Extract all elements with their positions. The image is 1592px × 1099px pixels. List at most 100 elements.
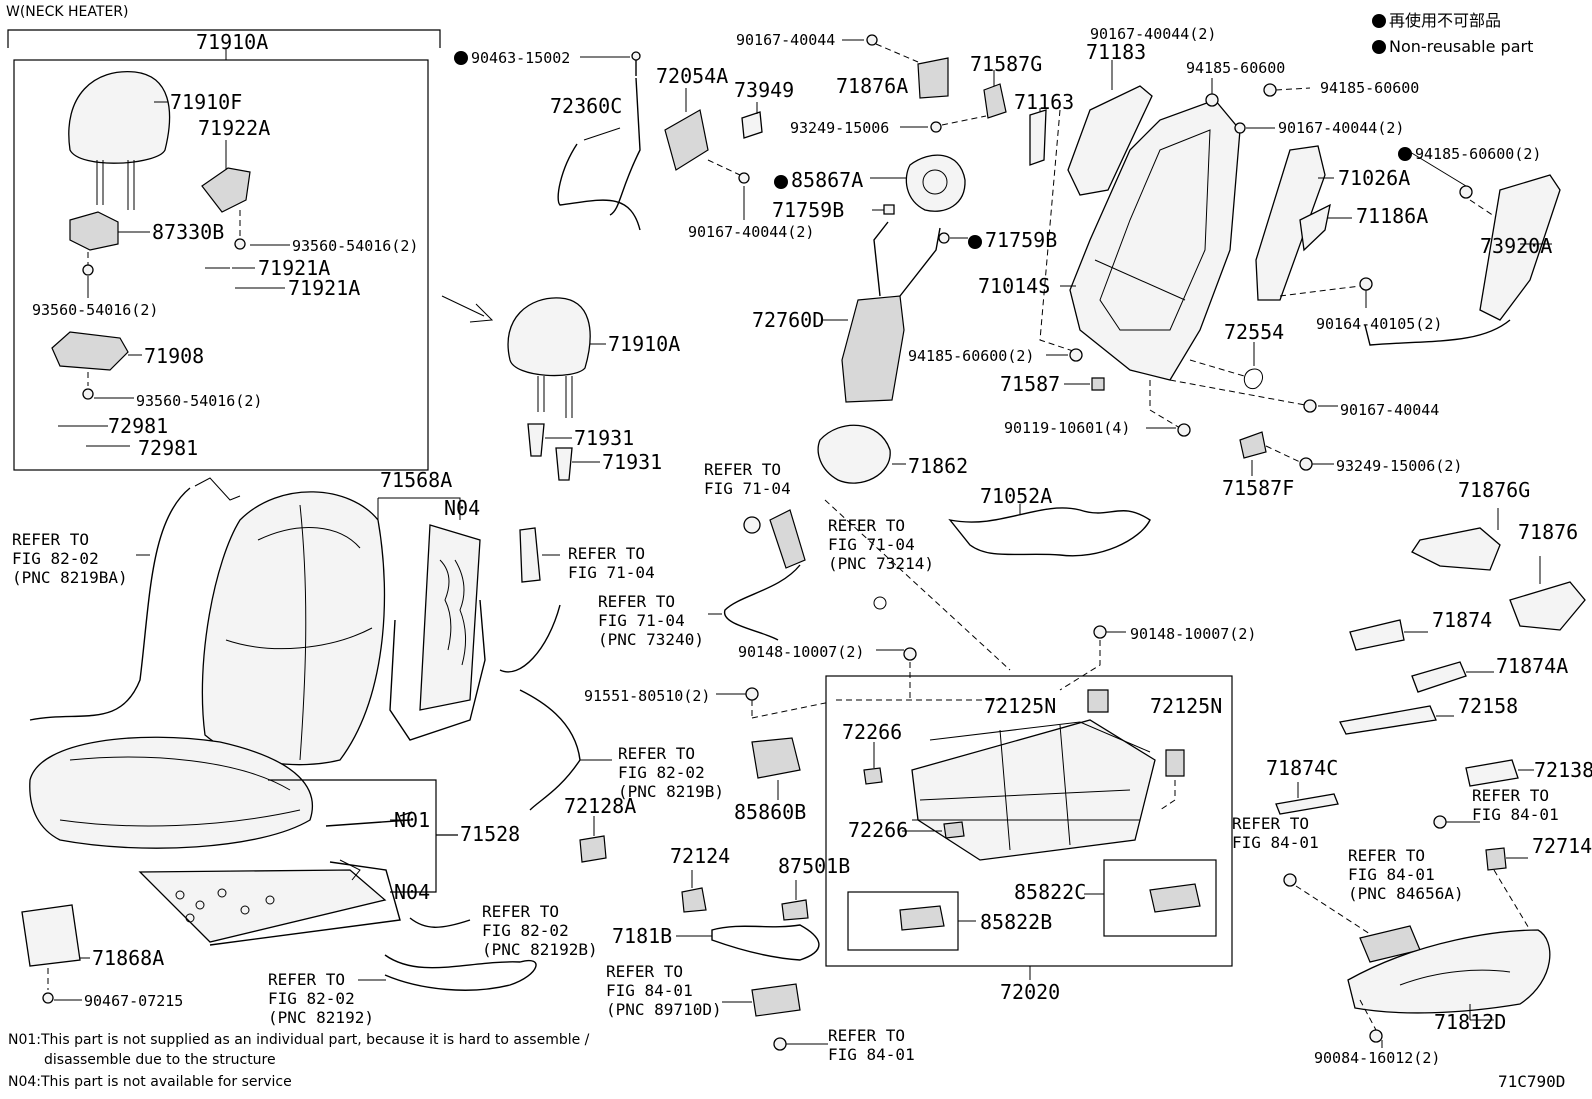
bracket-72125N-b — [1165, 749, 1185, 777]
callout-85822C: 85822C — [1014, 880, 1087, 904]
callout-93249-15006-b: 93249-15006(2) — [1336, 457, 1463, 475]
ref-fig-84-01-pnc-84656A[interactable]: REFER TO FIG 84-01 (PNC 84656A) — [1348, 846, 1464, 903]
heater-plate-71922A-drawing — [201, 167, 251, 213]
non-reusable-dot-icon — [968, 235, 982, 249]
ref-fig-84-01-c[interactable]: REFER TO FIG 84-01 — [1472, 786, 1559, 824]
callout-72981-b: 72981 — [138, 436, 199, 460]
callout-90167-40044-a: 90167-40044 — [736, 31, 836, 49]
non-reusable-dot-icon — [774, 175, 788, 189]
callout-93560-54016-a: 93560-54016(2) — [292, 237, 419, 255]
callout-72714: 72714 — [1532, 834, 1592, 858]
side-airbag-73920A-drawing — [1479, 174, 1561, 321]
note-N01-line1: N01:This part is not supplied as an indi… — [8, 1032, 590, 1048]
callout-N04-bottom: N04 — [394, 880, 431, 904]
callout-87501B: 87501B — [778, 854, 851, 878]
callout-93560-54016-c: 93560-54016(2) — [136, 392, 263, 410]
cable-72360C-drawing — [557, 143, 641, 231]
callout-7181B: 7181B — [612, 924, 673, 948]
bracket-72125N-a — [1087, 689, 1109, 713]
ref-fig-71-04-b[interactable]: REFER TO FIG 71-04 — [568, 544, 655, 582]
trim-71186A-drawing — [1299, 203, 1331, 252]
ref-fig-71-04-pnc-73214[interactable]: REFER TO FIG 71-04 (PNC 73214) — [828, 516, 934, 573]
callout-71910A-mid: 71910A — [608, 332, 681, 356]
callout-73949: 73949 — [734, 78, 795, 102]
bracket-72128A-drawing — [579, 835, 607, 863]
callout-90167-40044-b: 90167-40044(2) — [1090, 25, 1217, 43]
callout-72054A: 72054A — [656, 64, 729, 88]
callout-71922A: 71922A — [198, 116, 271, 140]
callout-94185-60600-a: 94185-60600 — [1186, 59, 1286, 77]
callout-71587: 71587 — [1000, 372, 1061, 396]
figure-code: 71C790D — [1498, 1072, 1566, 1091]
note-N04: N04:This part is not available for servi… — [8, 1074, 292, 1090]
seatback-heater-N04-drawing — [389, 524, 486, 741]
seatback-cover-71568A-drawing — [201, 491, 386, 766]
non-reusable-dot-icon — [1372, 40, 1386, 54]
cushion-heater-pad-drawing — [138, 859, 401, 946]
module-87501B-drawing — [781, 899, 809, 921]
ref-fig-84-01-pnc-89710D[interactable]: REFER TO FIG 84-01 (PNC 89710D) — [606, 962, 722, 1019]
switch-72054A-drawing — [664, 109, 709, 171]
callout-72266-a: 72266 — [842, 720, 903, 744]
callout-72138: 72138 — [1534, 758, 1592, 782]
trim-71874C-drawing — [1275, 793, 1339, 815]
switch-85860B-drawing — [751, 737, 801, 779]
cushion-heater-bracket — [268, 779, 458, 893]
bracket-72124-drawing — [681, 887, 707, 913]
ref-fig-82-02-pnc-8219B[interactable]: REFER TO FIG 82-02 (PNC 8219B) — [618, 744, 724, 801]
callout-90164-40105: 90164-40105(2) — [1316, 315, 1443, 333]
callout-93249-15006-a: 93249-15006 — [790, 119, 890, 137]
pad-73949-drawing — [741, 111, 763, 139]
callout-90467-07215: 90467-07215 — [84, 992, 184, 1010]
callout-71568A: 71568A — [380, 468, 453, 492]
ref-fig-71-04-pnc-73240[interactable]: REFER TO FIG 71-04 (PNC 73240) — [598, 592, 704, 649]
callout-71931-b: 71931 — [602, 450, 663, 474]
callout-71862: 71862 — [908, 454, 969, 478]
frame-72760D-drawing — [841, 221, 941, 403]
headrest-guide-71931-a — [527, 423, 545, 457]
ref-fig-84-01-b[interactable]: REFER TO FIG 84-01 — [1232, 814, 1319, 852]
callout-71921A-a: 71921A — [258, 256, 331, 280]
callout-93560-54016-b: 93560-54016(2) — [32, 301, 159, 319]
ecu-89710D-drawing — [751, 983, 801, 1017]
callout-71026A: 71026A — [1338, 166, 1411, 190]
callout-71014S: 71014S — [978, 274, 1051, 298]
callout-90167-40044-d: 90167-40044(2) — [688, 223, 815, 241]
spring-71052A-drawing — [948, 507, 1151, 557]
seat-track-72020-drawing — [911, 719, 1156, 861]
callout-71052A: 71052A — [980, 484, 1053, 508]
ref-fig-84-01-a[interactable]: REFER TO FIG 84-01 — [828, 1026, 915, 1064]
trim-72158-drawing — [1339, 705, 1437, 735]
ref-fig-71-04-a[interactable]: REFER TO FIG 71-04 — [704, 460, 791, 498]
callout-71163: 71163 — [1014, 90, 1075, 114]
callout-85867A: 85867A — [774, 170, 863, 191]
variant-bracket — [7, 29, 441, 48]
module-87330B-drawing — [69, 211, 119, 251]
ref-fig-82-02-pnc-8219BA[interactable]: REFER TO FIG 82-02 (PNC 8219BA) — [12, 530, 128, 587]
knob-drawing — [769, 509, 806, 569]
seat-track-assembly-box — [825, 675, 1233, 967]
trim-71868A-drawing — [21, 904, 81, 967]
ref-fig-82-02-pnc-82192B[interactable]: REFER TO FIG 82-02 (PNC 82192B) — [482, 902, 598, 959]
callout-71910F: 71910F — [170, 90, 243, 114]
harness-82192B-drawing — [409, 917, 471, 928]
ref-fig-82-02-pnc-82192[interactable]: REFER TO FIG 82-02 (PNC 82192) — [268, 970, 374, 1027]
non-reusable-dot-icon — [1372, 14, 1386, 28]
cover-71876G-drawing — [1411, 527, 1501, 571]
callout-72981-a: 72981 — [108, 414, 169, 438]
bracket-71587G-drawing — [983, 83, 1007, 119]
callout-90463-15002: 90463-15002 — [454, 50, 570, 66]
callout-71876A: 71876A — [836, 74, 909, 98]
callout-91551-80510: 91551-80510(2) — [584, 687, 711, 705]
bracket-71587F-drawing — [1239, 431, 1267, 459]
callout-90148-10007-b: 90148-10007(2) — [1130, 625, 1257, 643]
trim-71026A-drawing — [1255, 145, 1326, 301]
callout-71931-a: 71931 — [574, 426, 635, 450]
callout-71183: 71183 — [1086, 40, 1147, 64]
callout-71874A: 71874A — [1496, 654, 1569, 678]
shield-71812D-drawing — [1347, 929, 1551, 1014]
callout-71874C: 71874C — [1266, 756, 1339, 780]
headrest-guide-71931-b — [555, 447, 573, 481]
